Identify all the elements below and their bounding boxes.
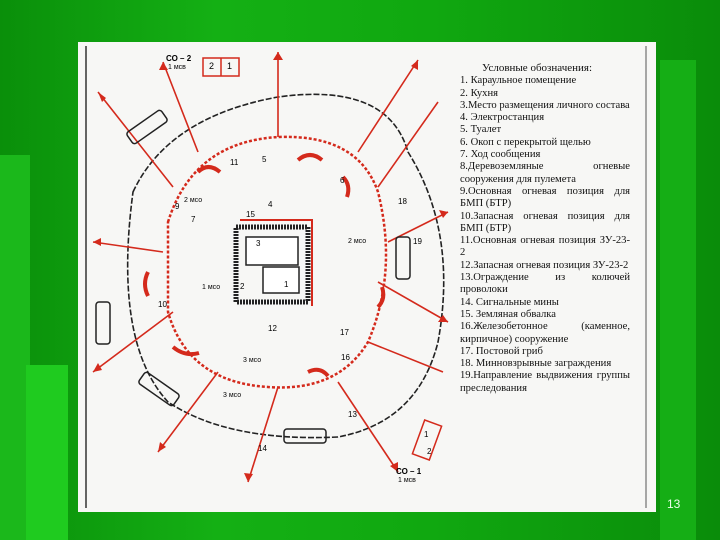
legend-item: 2. Кухня [460, 88, 630, 100]
legend-item: 7. Ход сообщения [460, 149, 630, 161]
unit-label: 3 мсо [243, 357, 261, 364]
legend-item: 16.Железобетонное (каменное, кирпичное) … [460, 321, 630, 346]
legend-item: 6. Окоп с перекрытой щелью [460, 137, 630, 149]
legend-item: 3.Место размещения личного состава [460, 100, 630, 112]
legend-title: Условные обозначения: [482, 62, 630, 74]
map-number-9: 9 [175, 202, 179, 211]
map-number-11: 11 [230, 158, 238, 167]
legend-item: 10.Запасная огневая позиция для БМП (БТР… [460, 211, 630, 236]
unit-label: 3 мсо [223, 392, 241, 399]
map-number-3: 3 [256, 239, 260, 248]
map-number-18: 18 [398, 197, 407, 206]
map-number-4: 4 [268, 200, 272, 209]
legend-item: 4. Электростанция [460, 112, 630, 124]
map-number-19: 19 [413, 237, 422, 246]
co-2-sub-label: 1 мсв [168, 64, 186, 71]
legend-item: 8.Деревоземляные огневые сооружения для … [460, 161, 630, 186]
co-2-label: СО – 2 [166, 54, 191, 63]
map-number-2: 2 [240, 282, 244, 291]
map-number-17: 17 [340, 328, 349, 337]
legend-item: 15. Земляная обвалка [460, 309, 630, 321]
co-box-number-2: 2 [209, 61, 214, 71]
map-number-7: 7 [191, 215, 195, 224]
green-stripe-block [26, 365, 68, 540]
co-1-label: СО – 1 [396, 467, 421, 476]
map-number-6: 6 [340, 176, 344, 185]
legend-item: 11.Основная огневая позиция ЗУ-23-2 [460, 235, 630, 260]
legend-item: 19.Направление выдвижения группы преслед… [460, 370, 630, 395]
map-number-1: 1 [284, 280, 288, 289]
legend-item: 1. Караульное помещение [460, 75, 630, 87]
map-number-14: 14 [258, 444, 267, 453]
legend-item: 12.Запасная огневая позиция ЗУ-23-2 [460, 260, 630, 272]
legend-item: 18. Минновзрывные заграждения [460, 358, 630, 370]
legend-item: 5. Туалет [460, 124, 630, 136]
co-bottom-box-1: 1 [424, 430, 428, 439]
legend-item: 14. Сигнальные мины [460, 297, 630, 309]
map-number-13: 13 [348, 410, 357, 419]
map-number-5: 5 [262, 155, 266, 164]
legend-item: 9.Основная огневая позиция для БМП (БТР) [460, 186, 630, 211]
unit-label: 1 мсо [202, 284, 220, 291]
legend-item: 17. Постовой гриб [460, 346, 630, 358]
page-number: 13 [667, 497, 680, 511]
map-number-12: 12 [268, 324, 277, 333]
co-bottom-box-2: 2 [427, 447, 431, 456]
co-1-sub-label: 1 мсв [398, 477, 416, 484]
legend-item: 13.Ограждение из колючей проволоки [460, 272, 630, 297]
co-box-number-1: 1 [227, 61, 232, 71]
scheme-image: СО – 2 1 мсв 2 1 СО – 1 1 мсв 1 2 2 мсо … [78, 42, 656, 512]
map-number-16: 16 [341, 353, 350, 362]
green-stripe-right [660, 60, 696, 540]
map-number-10: 10 [158, 300, 167, 309]
unit-label: 2 мсо [184, 197, 202, 204]
map-number-15: 15 [246, 210, 255, 219]
unit-label: 2 мсо [348, 238, 366, 245]
legend: Условные обозначения: 1. Караульное поме… [460, 62, 630, 395]
